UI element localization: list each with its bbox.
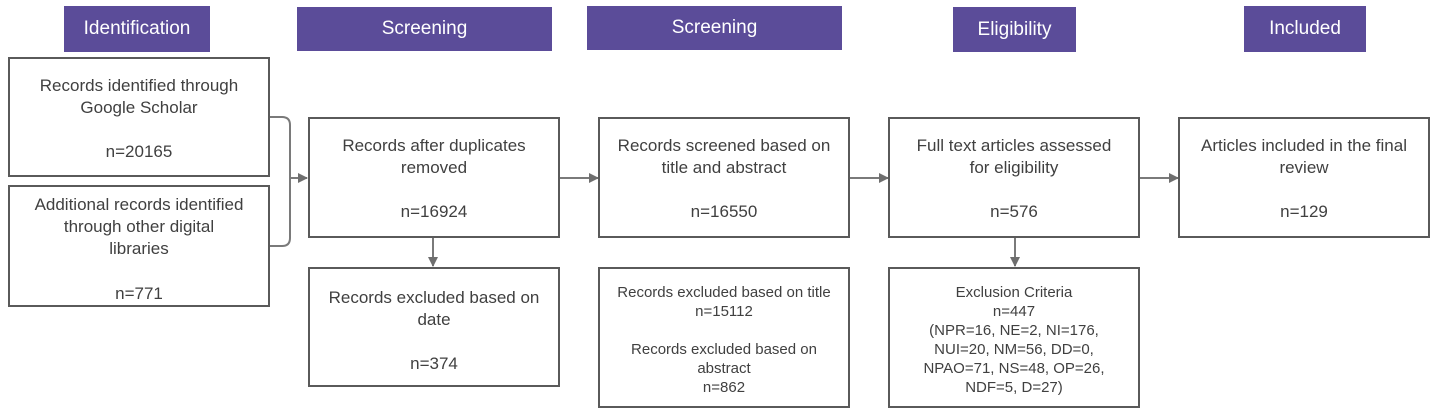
box-text: NDF=5, D=27) bbox=[965, 379, 1063, 396]
box-text: Google Scholar bbox=[80, 98, 198, 117]
box-excluded-date: Records excluded based on date n=374 bbox=[308, 267, 560, 387]
box-full-text-assessed: Full text articles assessed for eligibil… bbox=[888, 117, 1140, 238]
box-text: Records screened based on bbox=[617, 136, 831, 155]
box-count: n=576 bbox=[990, 202, 1038, 221]
box-text: through other digital bbox=[63, 217, 215, 236]
box-text: (NPR=16, NE=2, NI=176, bbox=[929, 322, 1099, 339]
stage-label: Identification bbox=[83, 18, 191, 39]
box-text: Full text articles assessed bbox=[916, 136, 1112, 155]
stage-eligibility: Eligibility bbox=[953, 7, 1076, 52]
box-excluded-title-abstract: Records excluded based on title n=15112 … bbox=[598, 267, 850, 408]
box-count: n=862 bbox=[702, 379, 746, 396]
stage-screening-1: Screening bbox=[297, 7, 552, 51]
stage-identification: Identification bbox=[64, 6, 210, 52]
box-count: n=374 bbox=[410, 354, 458, 373]
box-heading: Exclusion Criteria bbox=[955, 284, 1073, 301]
stage-label: Eligibility bbox=[977, 18, 1052, 40]
box-text: Records excluded based on title bbox=[617, 284, 831, 301]
stage-label: Screening bbox=[381, 18, 468, 39]
box-text: NUI=20, NM=56, DD=0, bbox=[934, 341, 1094, 358]
box-count: n=129 bbox=[1280, 202, 1328, 221]
box-text: Records identified through bbox=[39, 76, 239, 95]
stage-screening-2: Screening bbox=[587, 6, 842, 50]
box-text: libraries bbox=[109, 239, 169, 258]
box-text: review bbox=[1279, 158, 1329, 177]
box-text: for eligibility bbox=[969, 158, 1059, 177]
box-count: n=447 bbox=[992, 303, 1036, 320]
box-text: Records after duplicates bbox=[342, 136, 526, 155]
box-text: date bbox=[417, 310, 451, 329]
box-exclusion-criteria: Exclusion Criteria n=447 (NPR=16, NE=2, … bbox=[888, 267, 1140, 408]
box-text: Records excluded based on bbox=[631, 341, 817, 358]
stage-label: Screening bbox=[671, 17, 758, 38]
box-text: Articles included in the final bbox=[1200, 136, 1407, 155]
box-count: n=20165 bbox=[105, 142, 173, 161]
box-text: title and abstract bbox=[661, 158, 787, 177]
box-text: Records excluded based on bbox=[328, 288, 540, 307]
box-after-duplicates: Records after duplicates removed n=16924 bbox=[308, 117, 560, 238]
box-other-libraries: Additional records identified through ot… bbox=[8, 185, 270, 307]
box-count: n=16550 bbox=[690, 202, 758, 221]
box-count: n=16924 bbox=[400, 202, 468, 221]
box-google-scholar: Records identified through Google Schola… bbox=[8, 57, 270, 177]
box-count: n=15112 bbox=[695, 303, 753, 320]
bracket-connector bbox=[270, 116, 291, 247]
box-screened-title-abstract: Records screened based on title and abst… bbox=[598, 117, 850, 238]
stage-included: Included bbox=[1244, 6, 1366, 52]
box-text: removed bbox=[400, 158, 468, 177]
box-count: n=771 bbox=[115, 284, 163, 303]
box-text: NPAO=71, NS=48, OP=26, bbox=[923, 360, 1105, 377]
stage-label: Included bbox=[1269, 18, 1341, 39]
box-final-review: Articles included in the final review n=… bbox=[1178, 117, 1430, 238]
box-text: abstract bbox=[697, 360, 751, 377]
box-text: Additional records identified bbox=[34, 195, 244, 214]
